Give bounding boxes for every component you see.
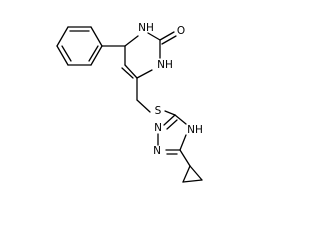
atom-nh-triazole: NH [187,124,203,136]
molecule-structure: NH O NH S NH N N [56,22,203,183]
phenyl-ring [56,26,103,66]
bond-c3t-cp [179,149,191,167]
atom-sulfur: S [155,105,162,117]
bond-n1-c6 [136,69,153,79]
bond-ch2-s [136,99,151,113]
bond-c2-o-double [161,35,177,45]
bond-s-c5t [164,110,176,116]
bond-c6-c5 [124,64,138,79]
bond-cp-1 [182,165,191,183]
atom-nh-ring: NH [157,59,173,71]
bond-c2-o [159,31,175,41]
bond-ph-1 [90,26,103,47]
bond-nb-c5t-double [166,119,178,130]
triazole-ring [157,114,187,155]
pyrimidinone-ring [101,31,177,116]
bond-ph-double-2 [61,45,72,62]
bond-cp-2 [182,179,203,183]
bond-c6-c5-double [121,67,134,79]
bond-c4-n3 [124,35,139,47]
bond-ph-3 [56,26,69,47]
bond-nh-c3t [179,134,187,151]
bond-ph-6 [90,45,103,66]
atom-labels: NH O NH S NH N N [138,22,203,157]
bond-c5t-nh [174,114,187,125]
atom-nitrogen-b: N [154,122,162,134]
bond-nb-c5t [163,114,176,126]
bond-cp-3 [189,165,203,181]
atom-nh-top: NH [138,22,154,34]
bond-n3-c2 [147,32,161,41]
atom-nitrogen-a: N [153,145,161,157]
bond-ph-double-3 [88,45,99,62]
cyclopropyl-ring [179,149,203,183]
atom-oxygen: O [177,25,185,37]
bond-ph-4 [56,45,69,66]
